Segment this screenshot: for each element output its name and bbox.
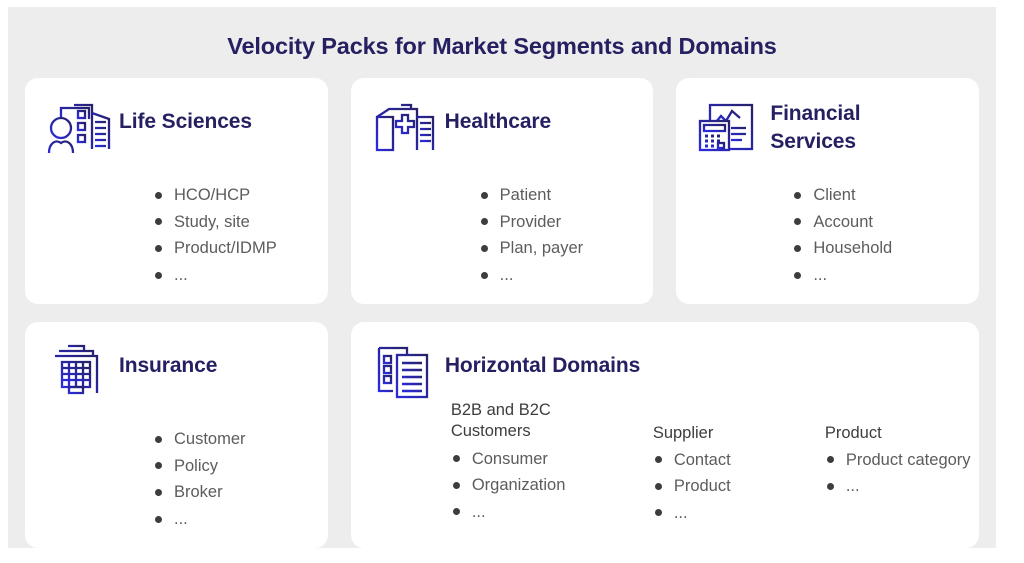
column-heading-line-1: B2B and B2C — [450, 401, 551, 419]
bullet-list: Client Account Household ... — [792, 182, 892, 289]
list-item: ... — [153, 262, 277, 289]
card-title: Healthcare — [444, 110, 552, 133]
bullet-list: Product category ... — [825, 447, 975, 500]
slide-panel: Velocity Packs for Market Segments and D… — [8, 7, 996, 548]
list-item: Patient — [479, 182, 583, 209]
cards-row-bottom: Insurance Customer Policy Broker ... — [25, 322, 979, 548]
list-item: Study, site — [153, 209, 277, 236]
column-heading-line-2: Customers — [450, 422, 531, 441]
card-insurance[interactable]: Insurance Customer Policy Broker ... — [25, 322, 328, 548]
column-product: Product Product category ... — [825, 400, 975, 526]
list-item: Product category — [825, 447, 975, 473]
list-item: Product — [653, 473, 825, 499]
list-item: ... — [792, 262, 892, 289]
bullet-list: Customer Policy Broker ... — [153, 426, 246, 533]
column-supplier: Supplier Contact Product ... — [653, 400, 825, 526]
list-item: Contact — [653, 447, 825, 473]
list-item: ... — [479, 262, 583, 289]
list-item: Account — [792, 209, 892, 236]
list-item: Client — [792, 182, 892, 209]
card-header: Horizontal Domains — [351, 322, 979, 402]
list-item: ... — [451, 499, 653, 525]
list-item: Plan, payer — [479, 235, 583, 262]
card-title: Insurance — [119, 354, 218, 377]
list-item: ... — [153, 506, 246, 533]
card-header: Life Sciences — [25, 78, 328, 158]
list-item: Organization — [451, 472, 653, 498]
column-customers: B2B and B2C Customers Consumer Organizat… — [451, 400, 653, 526]
card-financial-services[interactable]: Financial Services Client Account Househ… — [676, 78, 980, 304]
list-item: ... — [825, 473, 975, 499]
card-title: Horizontal Domains — [444, 354, 641, 377]
card-title: Life Sciences — [119, 110, 252, 133]
card-title: Financial Services — [770, 98, 860, 156]
list-item: ... — [653, 500, 825, 526]
list-item: Policy — [153, 453, 246, 480]
bullet-list: Consumer Organization ... — [451, 446, 653, 525]
list-item: Provider — [479, 209, 583, 236]
chart-document-calculator-icon — [698, 98, 770, 158]
list-item: Consumer — [451, 446, 653, 472]
card-life-sciences[interactable]: Life Sciences HCO/HCP Study, site Produc… — [25, 78, 328, 304]
cards-grid: Life Sciences HCO/HCP Study, site Produc… — [25, 78, 980, 548]
list-item: Customer — [153, 426, 246, 453]
column-heading: B2B and B2C Customers — [451, 400, 653, 443]
card-title-line-2: Services — [770, 129, 856, 153]
person-building-icon — [47, 98, 119, 158]
list-item: Product/IDMP — [153, 235, 277, 262]
horizontal-domains-columns: B2B and B2C Customers Consumer Organizat… — [451, 400, 981, 526]
hospital-building-icon — [373, 98, 445, 158]
column-heading: Product — [824, 423, 882, 442]
office-building-icon — [47, 342, 119, 402]
list-item: HCO/HCP — [153, 182, 277, 209]
card-title-line-1: Financial — [770, 102, 861, 125]
card-healthcare[interactable]: Healthcare Patient Provider Plan, payer … — [350, 78, 654, 304]
card-header: Insurance — [25, 322, 328, 402]
list-item: Broker — [153, 479, 246, 506]
card-horizontal-domains[interactable]: Horizontal Domains B2B and B2C Customers… — [350, 322, 981, 548]
column-heading: Supplier — [652, 423, 714, 442]
bullet-list: Contact Product ... — [653, 447, 825, 526]
list-item: Household — [792, 235, 892, 262]
card-header: Healthcare — [351, 78, 654, 158]
card-header: Financial Services — [676, 78, 979, 158]
documents-checklist-icon — [373, 342, 445, 402]
bullet-list: Patient Provider Plan, payer ... — [479, 182, 583, 289]
bullet-list: HCO/HCP Study, site Product/IDMP ... — [153, 182, 277, 289]
page-title: Velocity Packs for Market Segments and D… — [227, 33, 777, 59]
cards-row-top: Life Sciences HCO/HCP Study, site Produc… — [25, 78, 980, 304]
